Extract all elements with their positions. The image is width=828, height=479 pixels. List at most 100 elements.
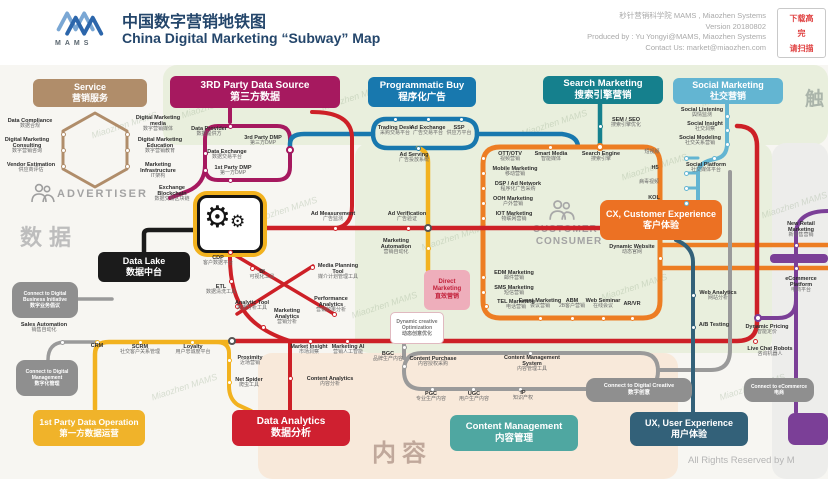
station-name-cn: 咨询机器人	[757, 351, 783, 358]
station-name-en: Digital Marketing Consulting	[4, 137, 50, 150]
station-label-ar-vr: AR/VR	[617, 301, 647, 307]
hub-box-label: 直效营销	[434, 293, 459, 300]
region-label-touchpoint: 触	[805, 89, 825, 110]
advertiser-label: ADVERTISER	[57, 188, 148, 200]
hub-box-label: Connect to Digital	[23, 290, 67, 297]
station-name-cn: 供应商评估	[18, 167, 44, 174]
hub-box-purple-terminal	[788, 413, 828, 445]
station-dot-social-insight	[724, 127, 730, 133]
station-dot-proximity	[226, 357, 232, 363]
station-name-cn: 程序化广告采购	[500, 186, 536, 193]
station-dot-ar-vr	[629, 315, 635, 321]
station-name-cn: 市场洞察	[298, 349, 319, 356]
hub-box-label: 动态创意优化	[401, 331, 432, 338]
station-name-en: H5	[651, 165, 659, 171]
station-name-cn: 社交洞察	[694, 126, 715, 133]
station-name-en: ETL	[215, 284, 227, 290]
hub-box-label: 营销服务	[71, 93, 108, 103]
metro-line-33	[141, 227, 202, 255]
station-name-cn: 可视化工具	[249, 274, 275, 281]
station-dot-marketing-ai	[344, 338, 350, 344]
hub-box-label: 电商	[773, 390, 784, 396]
station-name-en: Digital Marketing Education	[137, 137, 183, 150]
customer-label-line2: CONSUMER	[535, 236, 603, 247]
station-dot-digital-marketing-consulting	[60, 147, 66, 153]
station-dot-1st-party-dmp	[227, 177, 233, 183]
station-name-cn: 智能媒体	[540, 156, 561, 163]
station-name-cn: 数据提供方	[196, 131, 222, 138]
mams-logo-icon	[56, 11, 104, 36]
station-dot-content-analytics	[287, 375, 293, 381]
gear-icon: ⚙	[204, 201, 231, 234]
station-dot-data-compliance	[60, 131, 66, 137]
station-name-en: KOL	[648, 195, 660, 201]
credits-block: 秒针营销科学院 MAMS , Miaozhen Systems Version …	[587, 11, 766, 53]
hub-box-label: UX, User Experience	[644, 417, 734, 428]
station-name-cn: 近场营销	[239, 360, 260, 367]
hub-box-label: 社交营销	[709, 91, 746, 101]
station-label-crm: CRM	[85, 343, 109, 349]
station-dot-iot-marketing	[480, 215, 486, 221]
hub-box-label: 1st Party Data Operation	[39, 417, 139, 428]
station-name-cn: 销售自动化	[31, 327, 57, 334]
station-name-en: Marketing Infrastructure	[140, 162, 176, 175]
station-name-en: BGC	[381, 351, 395, 357]
station-dot-search-engine	[596, 143, 604, 151]
station-name-cn: 用户生产内容	[458, 396, 489, 403]
station-label-h5: H5	[643, 165, 667, 171]
hub-box-label: Connect to Digital	[25, 368, 69, 375]
station-name-en: AR/VR	[623, 301, 641, 307]
station-name-cn: 广告投放系统	[398, 157, 429, 164]
station-name-cn: 邮件营销	[503, 275, 524, 282]
station-name-cn: 广告监测	[322, 216, 343, 223]
station-name-cn: 视频营销	[499, 156, 520, 163]
hub-box-label: 数字化管理	[34, 381, 60, 388]
station-name-cn: 供应方平台	[446, 130, 472, 137]
station-name-cn: 电商平台	[790, 287, 811, 294]
station-name-en: CRM	[90, 343, 104, 349]
station-name-cn: 数据合规	[19, 123, 40, 130]
mams-brand-text: MAMS	[55, 40, 93, 47]
station-name-en: CDP	[212, 255, 224, 261]
station-name-cn: 爬虫工具	[238, 382, 259, 389]
hub-box-label: Search Marketing	[563, 78, 643, 90]
station-dot-ssp	[458, 116, 464, 122]
station-name-en: Digital Marketing media	[135, 115, 181, 128]
station-name-cn: 知识产权	[512, 395, 533, 402]
credits-line: 秒针营销科学院 MAMS , Miaozhen Systems	[619, 11, 766, 20]
station-name-cn: 客户数据平台	[202, 260, 233, 267]
header-bar: MAMS 中国数字营销地铁图 China Digital Marketing “…	[0, 0, 828, 65]
gear-icon-small: ⚙	[230, 212, 246, 231]
station-name-cn: 数据清洗工具	[205, 289, 236, 296]
station-name-cn: 品牌生产内容	[372, 356, 403, 363]
station-name-cn: 数据交易区块链	[154, 196, 190, 203]
